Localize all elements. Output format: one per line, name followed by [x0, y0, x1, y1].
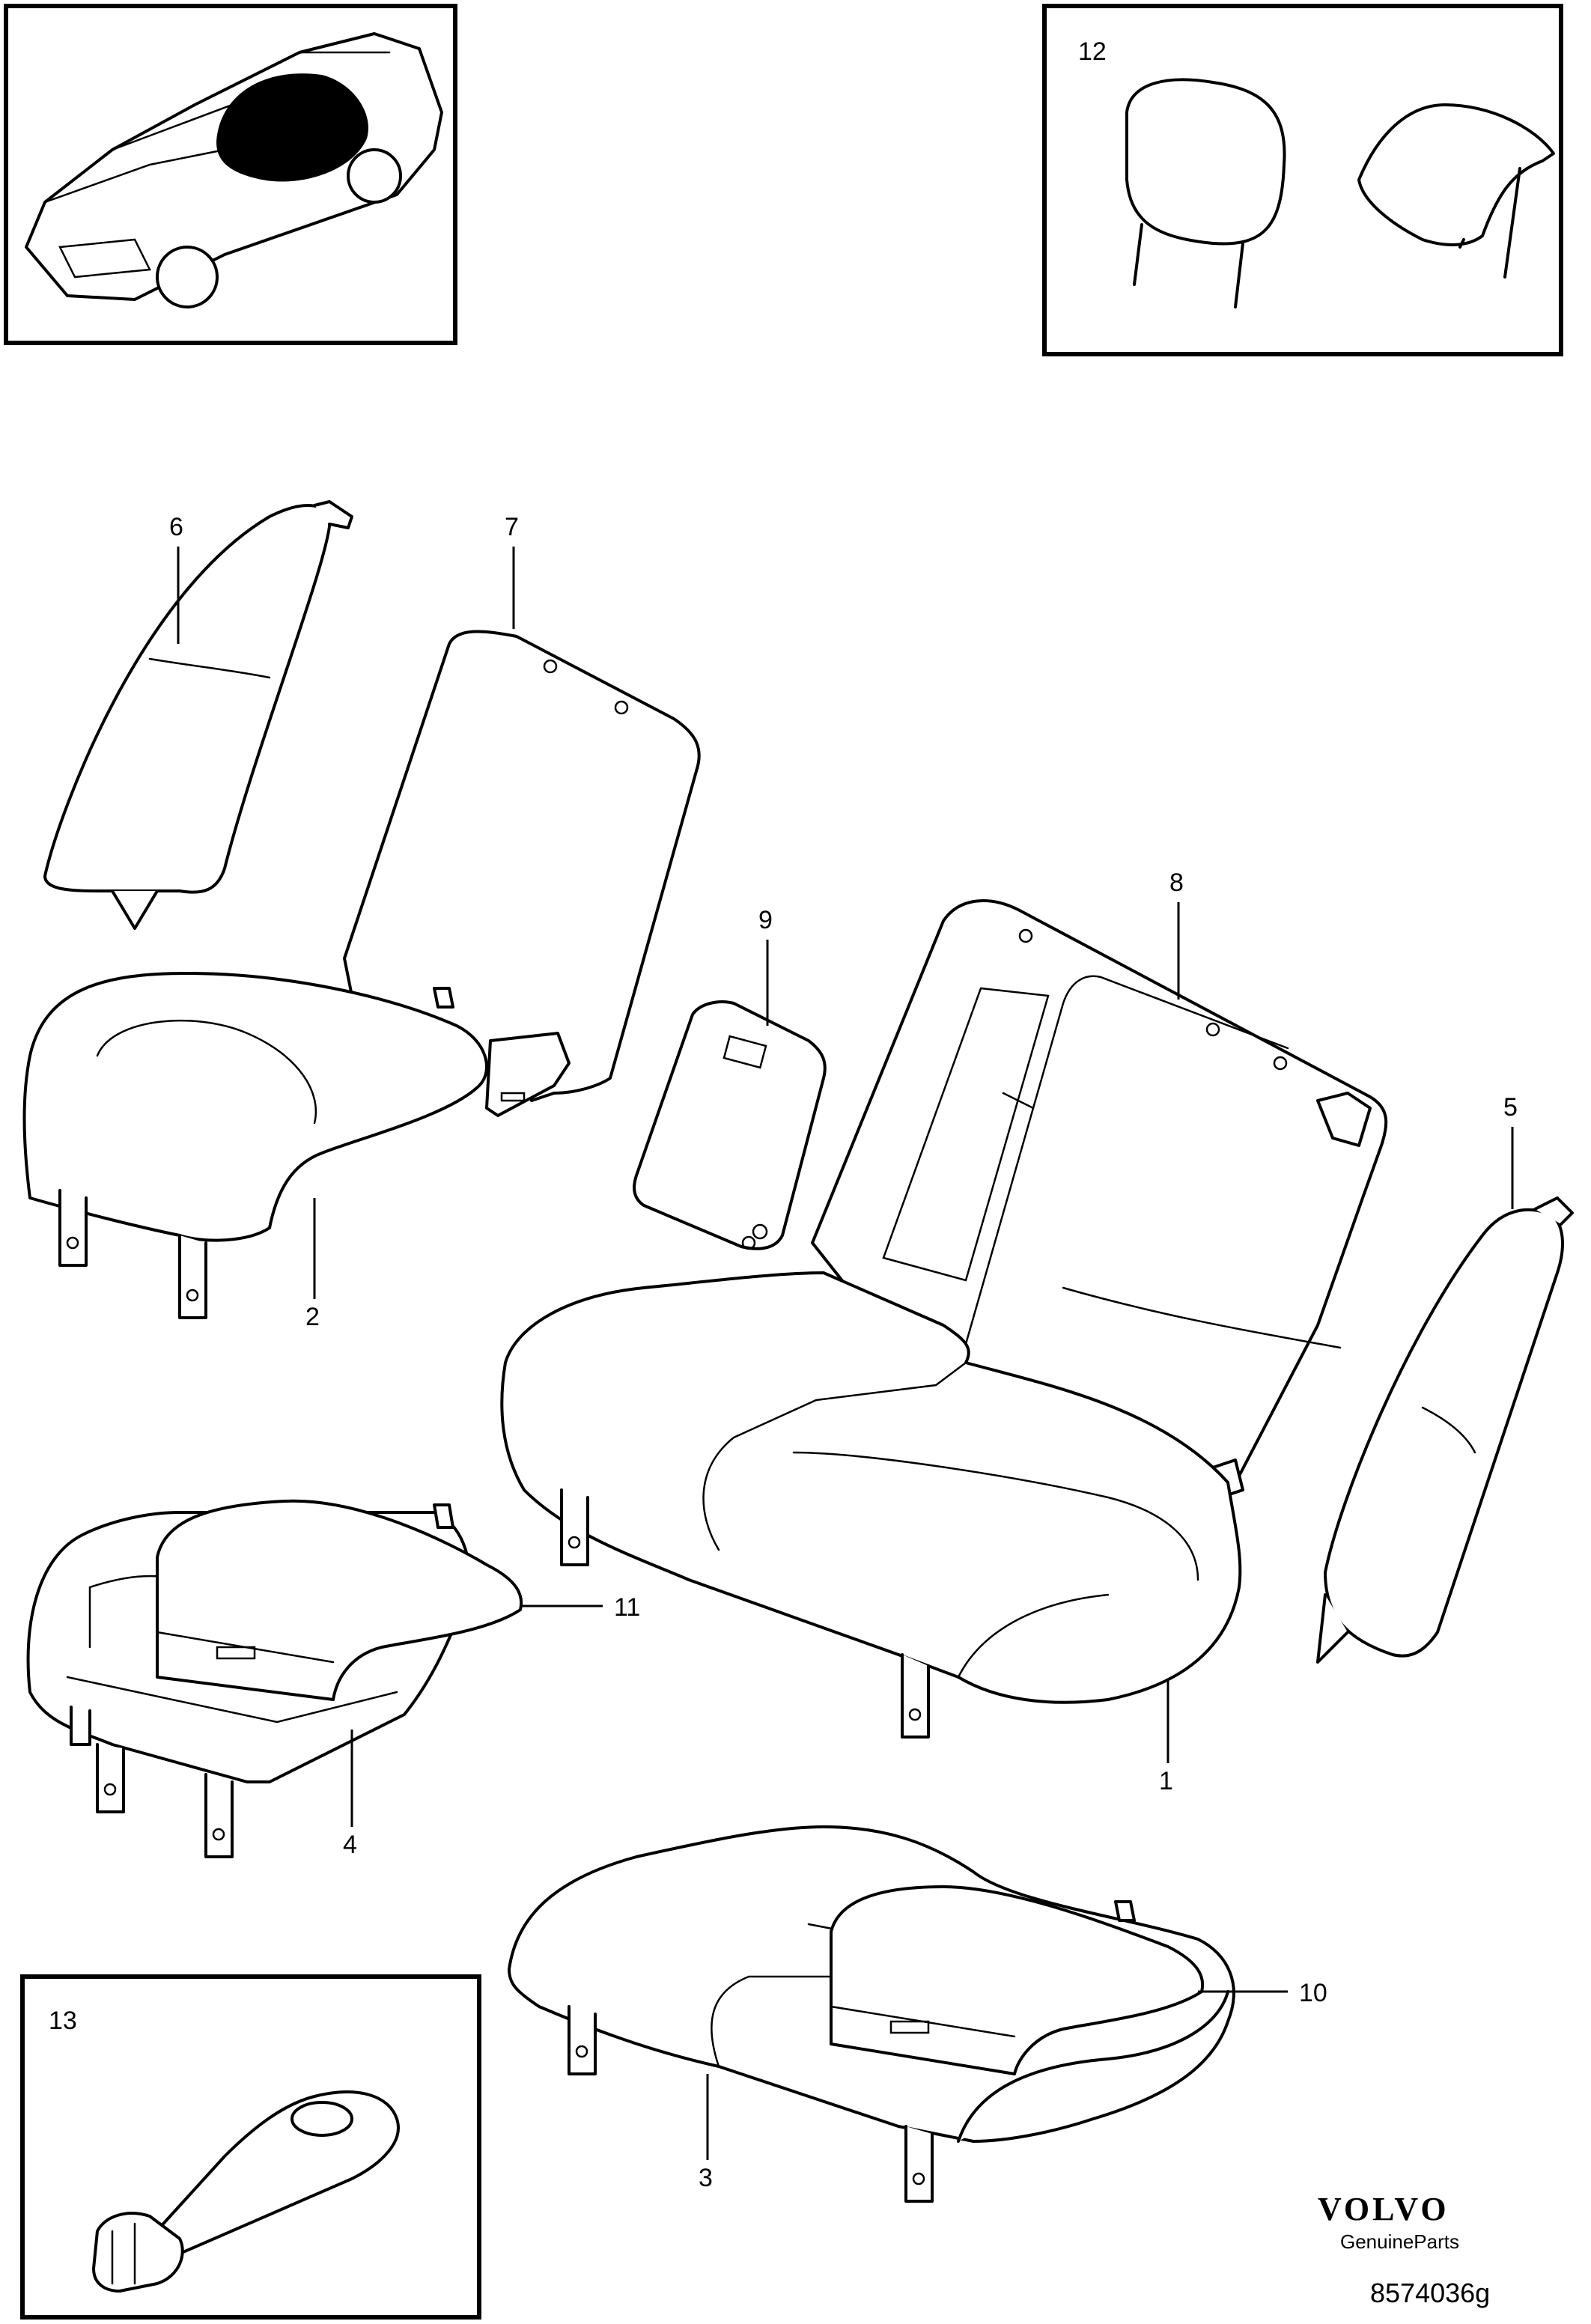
release-lever-box: 13: [20, 1974, 481, 2320]
callout-13: 13: [49, 2007, 77, 2035]
highlighted-seat-area: [216, 73, 368, 182]
callout-7: 7: [505, 513, 519, 541]
release-lever-drawing: [92, 2090, 400, 2293]
callout-10: 10: [1299, 1979, 1327, 2007]
part-5-side-bolster: 5: [1316, 1093, 1574, 1664]
headrest-frame: [1042, 4, 1563, 356]
car-locator-thumbnail: [4, 4, 457, 345]
callout-5: 5: [1503, 1093, 1518, 1122]
part-10-cushion-pad: 10: [830, 1885, 1327, 2075]
drawing-number: 8574036g: [1370, 2278, 1490, 2308]
part-11-cushion-pad: 11: [156, 1499, 640, 1701]
callout-1: 1: [1159, 1767, 1173, 1795]
part-9-armrest-pad: 9: [633, 906, 827, 1250]
headrest-front-drawing: [1125, 78, 1286, 308]
callout-3: 3: [699, 2164, 713, 2192]
part-1-rear-seat-cushion: 1: [500, 1271, 1242, 1795]
genuine-parts-label: GenuineParts: [1340, 2230, 1459, 2253]
branding: VOLVO GenuineParts 8574036g: [1318, 2191, 1490, 2308]
callout-4: 4: [343, 1831, 357, 1859]
part-2-seat-cushion: 2: [22, 972, 488, 1331]
car-locator-icon: [25, 32, 443, 308]
callout-6: 6: [169, 513, 183, 541]
headrest-box: 12: [1042, 4, 1563, 356]
callout-11: 11: [614, 1593, 640, 1622]
callout-9: 9: [758, 906, 773, 934]
callout-12: 12: [1078, 37, 1107, 66]
headrest-rear-drawing: [1357, 103, 1555, 279]
callout-8: 8: [1169, 869, 1184, 897]
volvo-logo: VOLVO: [1318, 2191, 1449, 2227]
callout-2: 2: [305, 1303, 320, 1331]
thumbnail-frame: [4, 4, 457, 345]
release-lever-frame: [20, 1974, 481, 2320]
part-7-backrest: 7: [343, 513, 701, 1117]
part-6-side-bolster: 6: [43, 500, 353, 930]
